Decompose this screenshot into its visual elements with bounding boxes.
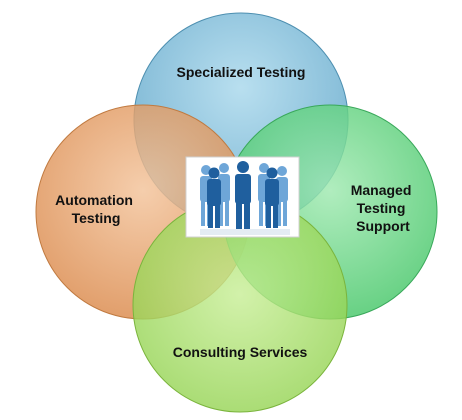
center-team-image <box>185 156 300 238</box>
label-automation-line-2: Testing <box>72 210 121 226</box>
label-managed-line-1: Managed <box>351 182 412 198</box>
label-managed-line-2: Testing <box>357 200 406 216</box>
svg-text:Managed Testing Su: Managed Testing Support <box>351 182 416 234</box>
team-people-icon <box>200 161 290 235</box>
svg-text:Automation Testing: Automation Testing <box>55 192 137 226</box>
label-automation-line-1: Automation <box>55 192 133 208</box>
svg-text:Consulting Services: Consulting Services <box>173 344 308 360</box>
circle-consulting-services: Consulting Services <box>132 197 348 413</box>
label-managed-line-3: Support <box>356 218 410 234</box>
label-consulting-services: Consulting Services <box>173 344 308 360</box>
label-specialized-testing: Specialized Testing <box>177 64 306 80</box>
svg-text:Specialized Testing: Specialized Testing <box>177 64 306 80</box>
